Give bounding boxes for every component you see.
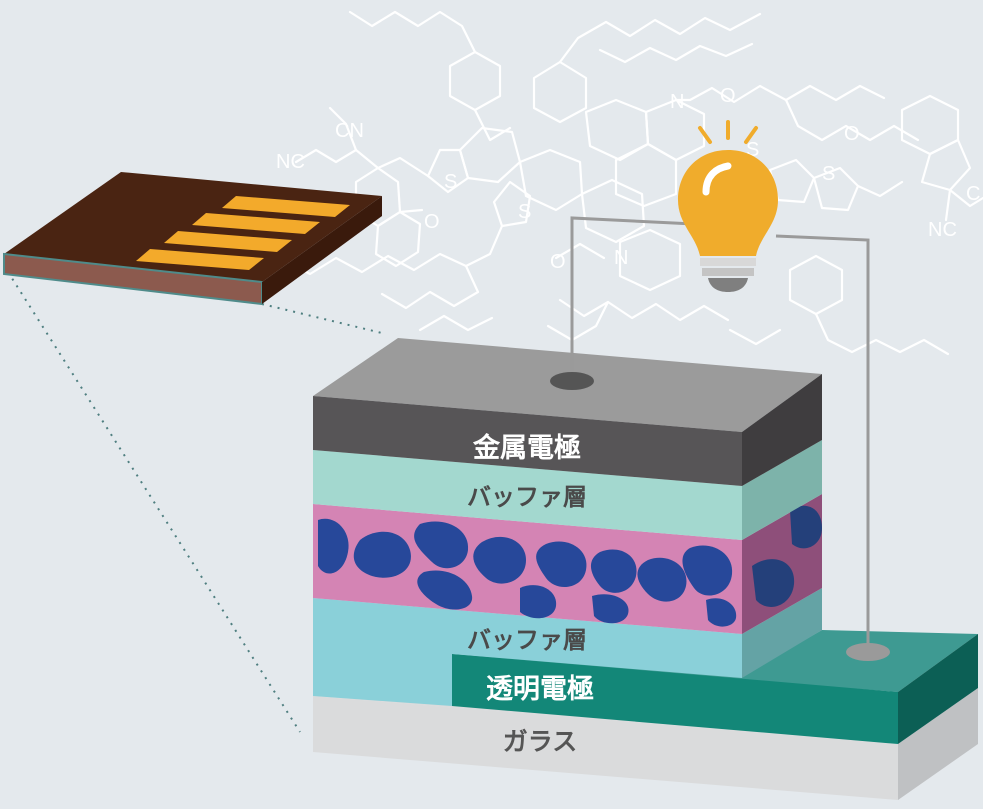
atom-o-top: O bbox=[720, 85, 736, 107]
atom-o-right: O bbox=[844, 123, 860, 145]
transparent-electrode-top-face bbox=[452, 630, 978, 692]
bulb-base-2 bbox=[702, 268, 754, 276]
device-stack bbox=[313, 338, 978, 800]
molecule-structure-icon bbox=[282, 10, 983, 356]
label-transparent-electrode: 透明電極 bbox=[486, 674, 594, 705]
atom-n-bottom: N bbox=[614, 247, 628, 269]
label-metal-electrode: 金属電極 bbox=[472, 432, 581, 464]
atom-nc-right: NC bbox=[928, 219, 957, 241]
bulb-base-1 bbox=[700, 258, 756, 266]
active-layer-right-domains bbox=[752, 505, 822, 607]
atom-s-left-2: S bbox=[518, 201, 531, 223]
circuit-wires bbox=[570, 216, 870, 650]
metal-electrode-front-face bbox=[313, 396, 742, 486]
glass-front-face bbox=[313, 696, 898, 800]
transparent-contact-point bbox=[846, 643, 890, 661]
chip-contact-2 bbox=[192, 213, 320, 234]
buffer-top-front-face bbox=[313, 450, 742, 540]
zoom-guide-lines bbox=[7, 271, 387, 733]
bulb-glass bbox=[678, 150, 778, 256]
transparent-electrode-right-face bbox=[898, 634, 978, 744]
atom-cn-top: CN bbox=[335, 120, 364, 142]
atom-c-right: C bbox=[966, 183, 980, 205]
atom-o-bottom: O bbox=[550, 251, 566, 273]
active-layer-domains bbox=[318, 518, 737, 627]
bulb-highlight bbox=[702, 162, 732, 196]
label-glass: ガラス bbox=[503, 727, 578, 756]
label-buffer-top: バッファ層 bbox=[467, 483, 587, 511]
chip-contact-4 bbox=[136, 249, 264, 270]
atom-s-right-2: S bbox=[822, 163, 835, 185]
atom-s-left-1: S bbox=[444, 171, 457, 193]
metal-electrode-right-face bbox=[742, 374, 822, 486]
molecule-atom-labels: CN NC O S S N O N O S S O NC C bbox=[276, 85, 980, 273]
atom-o-left: O bbox=[424, 211, 440, 233]
glass-right-face bbox=[898, 688, 978, 800]
chip-contact-1 bbox=[222, 196, 350, 217]
bulb-tip bbox=[708, 278, 748, 292]
layer-labels: 金属電極 バッファ層 バッファ層 透明電極 ガラス bbox=[467, 432, 594, 756]
bulb-rays bbox=[698, 120, 758, 144]
label-buffer-bottom: バッファ層 bbox=[467, 626, 587, 654]
atom-nc-left: NC bbox=[276, 151, 305, 173]
chip-contact-3 bbox=[164, 231, 292, 252]
buffer-bottom-right-face bbox=[742, 588, 822, 678]
chip-top-face bbox=[4, 172, 382, 282]
light-bulb-icon bbox=[678, 120, 778, 292]
atom-n-top: N bbox=[670, 91, 684, 113]
chip-side-right bbox=[262, 196, 382, 304]
metal-contact-point bbox=[550, 372, 594, 390]
buffer-top-right-face bbox=[742, 440, 822, 540]
transparent-electrode-front-face bbox=[452, 654, 898, 744]
solar-cell-chip-icon bbox=[3, 172, 382, 306]
